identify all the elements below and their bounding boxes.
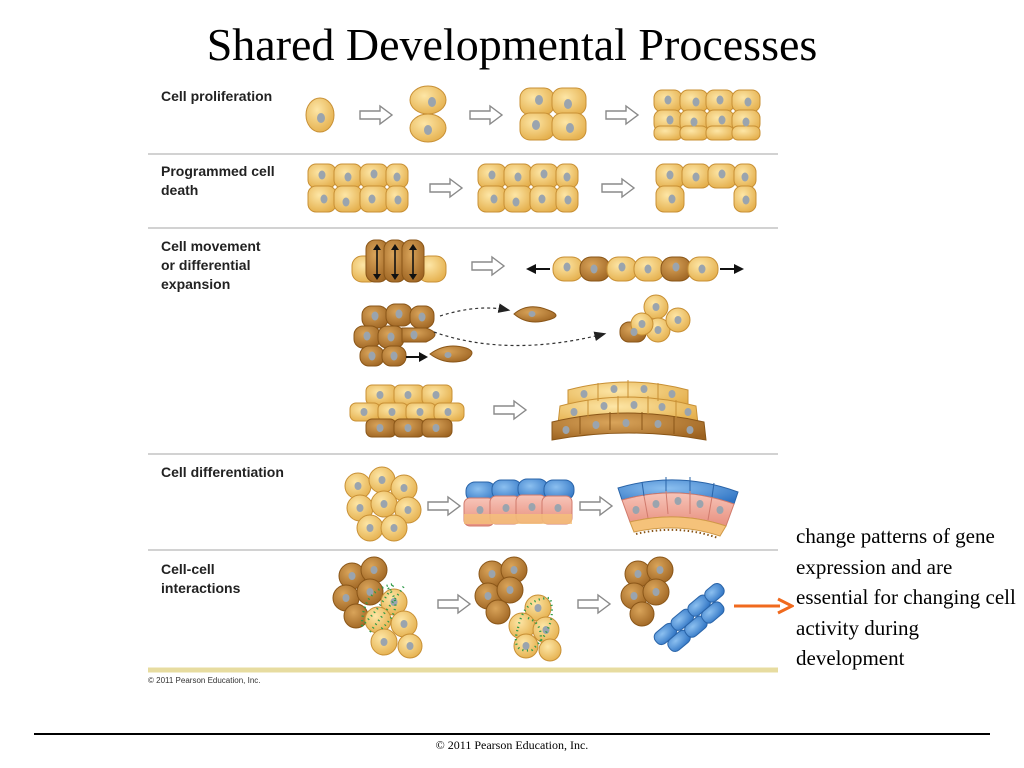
hollow-arrow-icon xyxy=(579,496,613,516)
figure-illustration xyxy=(148,85,778,673)
hollow-arrow-icon xyxy=(437,594,471,614)
caption-text: change patterns of gene expression and a… xyxy=(796,524,1016,670)
footer-copyright: © 2011 Pearson Education, Inc. xyxy=(435,738,589,752)
row-label-cell-cell-interactions: Cell-cell interactions xyxy=(161,561,241,596)
hollow-arrow-icon xyxy=(605,105,639,125)
row-programmed-cell-death xyxy=(307,163,757,213)
developmental-processes-figure: Cell proliferation Programmed cell death… xyxy=(148,78,778,690)
hollow-arrow-icon xyxy=(471,256,505,276)
figure-copyright: © 2011 Pearson Education, Inc. xyxy=(148,676,261,685)
slide-title: Shared Developmental Processes xyxy=(206,19,818,70)
hollow-arrow-icon xyxy=(601,178,635,198)
hollow-arrow-icon xyxy=(577,594,611,614)
row-dividers xyxy=(148,153,778,551)
hollow-arrow-icon xyxy=(469,105,503,125)
row-cell-movement xyxy=(349,239,744,441)
hollow-arrow-icon xyxy=(359,105,393,125)
footer-divider xyxy=(34,733,990,735)
row-cell-cell-interactions xyxy=(332,556,725,662)
row-label-cell-movement: Cell movement or differential expansion xyxy=(161,238,261,292)
orange-arrow-icon xyxy=(734,597,794,615)
row-label-cell-proliferation: Cell proliferation xyxy=(161,88,273,104)
row-label-cell-differentiation: Cell differentiation xyxy=(161,464,284,480)
row-label-programmed-cell-death: Programmed cell death xyxy=(161,163,275,198)
row-cell-differentiation xyxy=(344,466,739,542)
hollow-arrow-icon xyxy=(427,496,461,516)
hollow-arrow-icon xyxy=(493,400,527,420)
hollow-arrow-icon xyxy=(429,178,463,198)
row-cell-proliferation xyxy=(305,85,761,143)
